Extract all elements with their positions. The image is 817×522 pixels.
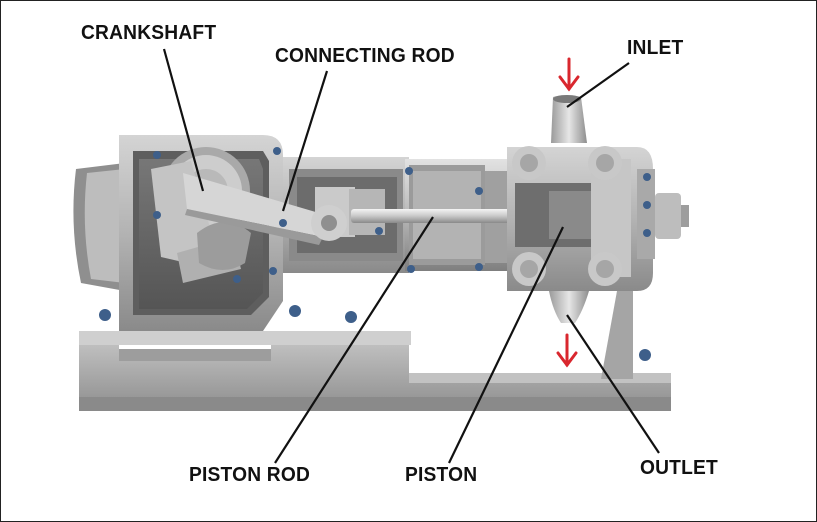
leader-outlet [566,314,660,454]
label-piston: PISTON [405,464,478,486]
pump-base [79,331,671,411]
arrow-down-icon [556,333,578,368]
label-crankshaft: CRANKSHAFT [81,22,217,44]
arrow-down-icon [558,57,580,92]
bolts [99,147,651,361]
crankcase [119,135,283,331]
outlet-nozzle [549,291,589,323]
label-inlet: INLET [627,37,684,59]
inlet-nozzle [551,95,587,143]
support-leg [601,291,633,379]
bearing-cover [73,163,125,291]
leader-crankshaft [162,48,205,192]
leader-piston [448,226,564,464]
connecting-rod-shape [183,173,347,245]
label-connecting-rod: CONNECTING ROD [275,45,455,67]
label-piston-rod: PISTON ROD [189,464,311,486]
leader-piston-rod [274,216,434,464]
leader-inlet [566,62,630,108]
leader-lines [162,48,660,464]
leader-connecting-rod [281,70,329,212]
label-outlet: OUTLET [640,457,718,479]
fluid-end [507,146,689,291]
